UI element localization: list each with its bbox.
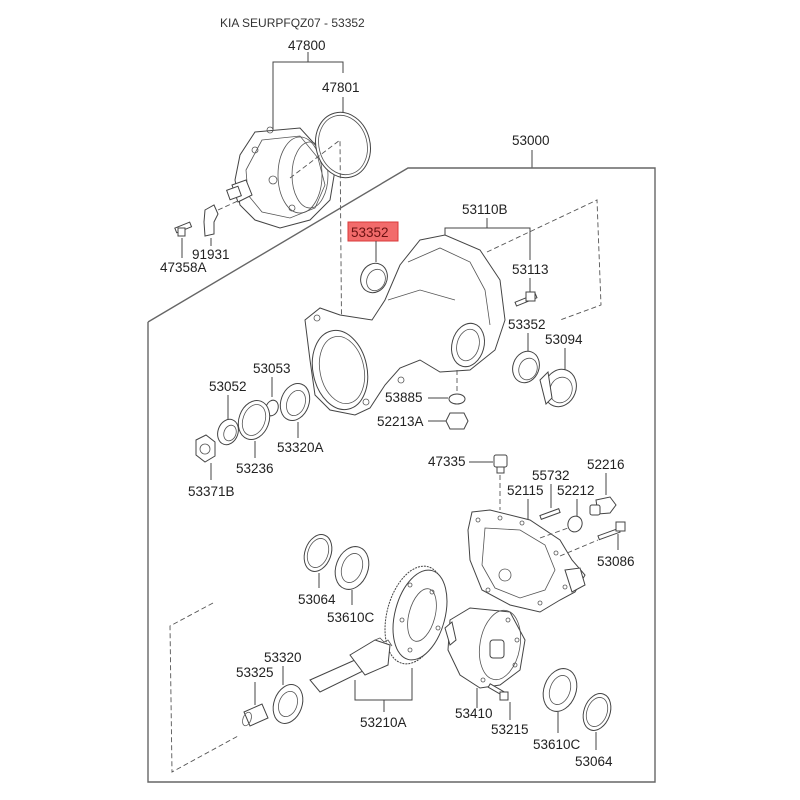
bolt-53113[interactable]	[514, 291, 538, 307]
housing-dash-outline	[486, 199, 602, 321]
part-label-47335[interactable]: 47335	[428, 454, 466, 469]
part-label-52212[interactable]: 52212	[557, 483, 595, 498]
part-label-53052[interactable]: 53052	[209, 379, 247, 394]
pin-55732[interactable]: 55732	[532, 468, 570, 520]
transfer-assembly-47800[interactable]: 47800 47801	[226, 38, 378, 381]
part-label-53320[interactable]: 53320	[264, 650, 302, 665]
differential-case-53410[interactable]: 53410	[444, 607, 526, 721]
frame-53000: 53000	[147, 133, 656, 783]
o-ring-47801	[315, 111, 371, 179]
oil-seal-53236[interactable]: 53236	[233, 396, 275, 476]
part-label-53352-highlighted[interactable]: 53352	[351, 225, 389, 240]
bearing-53610C-right[interactable]: 53610C	[533, 664, 583, 752]
part-label-53110B[interactable]: 53110B	[462, 202, 508, 217]
washer-53885[interactable]: 53885	[385, 370, 466, 405]
oil-seal-53352-side[interactable]: 53352	[508, 317, 546, 386]
pinion-dash-outline	[169, 602, 239, 773]
part-label-53236[interactable]: 53236	[236, 461, 274, 476]
part-label-52213A[interactable]: 52213A	[377, 414, 424, 429]
plug-52213A[interactable]: 52213A	[377, 412, 469, 430]
highlight-box	[347, 221, 399, 242]
oil-seal-53064-right[interactable]: 53064	[575, 690, 616, 769]
part-label-52216[interactable]: 52216	[587, 457, 625, 472]
bracket-91931[interactable]: 91931	[192, 199, 241, 262]
ring-gear-pinion-53210A[interactable]: 53210A	[309, 559, 456, 730]
rear-cover-52115[interactable]: 52115	[467, 483, 586, 613]
part-label-53086[interactable]: 53086	[597, 554, 635, 569]
part-label-53000[interactable]: 53000	[512, 133, 550, 148]
part-label-53064-right[interactable]: 53064	[575, 754, 613, 769]
breather-47335[interactable]: 47335	[428, 454, 508, 510]
part-label-47800[interactable]: 47800	[288, 38, 326, 53]
part-label-55732[interactable]: 55732	[532, 468, 570, 483]
o-ring-52212[interactable]: 52212	[539, 483, 595, 539]
part-label-47801[interactable]: 47801	[322, 80, 360, 95]
oil-seal-53352-front	[360, 262, 388, 294]
part-label-53352[interactable]: 53352	[508, 317, 546, 332]
transfer-case-body	[226, 126, 336, 229]
highlighted-part-53352[interactable]: 53352	[347, 221, 399, 297]
part-label-53320A[interactable]: 53320A	[277, 440, 324, 455]
part-label-53610C-right[interactable]: 53610C	[533, 737, 581, 752]
part-label-53094[interactable]: 53094	[545, 332, 583, 347]
part-label-53610C-left[interactable]: 53610C	[327, 610, 375, 625]
bolt-53086[interactable]: 53086	[559, 521, 635, 569]
bolt-47358A[interactable]: 47358A	[160, 221, 207, 275]
part-label-53885[interactable]: 53885	[385, 390, 423, 405]
part-label-53371B[interactable]: 53371B	[188, 484, 235, 499]
differential-carrier-53110B[interactable]: 53110B 53113	[304, 199, 602, 416]
part-label-47358A[interactable]: 47358A	[160, 260, 207, 275]
part-label-53325[interactable]: 53325	[236, 665, 274, 680]
part-label-53210A[interactable]: 53210A	[360, 715, 407, 730]
part-label-53215[interactable]: 53215	[491, 722, 529, 737]
bearing-53610C-left[interactable]: 53610C	[327, 542, 375, 625]
bearing-53320A[interactable]: 53320A	[275, 379, 324, 455]
part-label-52115[interactable]: 52115	[507, 483, 544, 498]
part-label-53410[interactable]: 53410	[455, 706, 493, 721]
bolt-53215[interactable]: 53215	[487, 683, 529, 737]
plug-52216[interactable]: 52216	[587, 457, 625, 516]
diagram-title: KIA SEURPFQZ07 - 53352	[220, 16, 365, 30]
bearing-53320[interactable]: 53320	[264, 650, 308, 728]
spacer-53325[interactable]: 53325	[236, 665, 274, 727]
part-label-91931[interactable]: 91931	[192, 247, 230, 262]
part-label-53113[interactable]: 53113	[512, 262, 549, 277]
flange-53094[interactable]: 53094	[538, 332, 583, 411]
part-label-53064-left[interactable]: 53064	[298, 592, 336, 607]
oil-seal-53064-left[interactable]: 53064	[298, 531, 337, 607]
nut-53371B[interactable]: 53371B	[188, 434, 235, 499]
part-label-53053[interactable]: 53053	[253, 361, 291, 376]
spacer-53052[interactable]: 53052	[209, 379, 247, 448]
